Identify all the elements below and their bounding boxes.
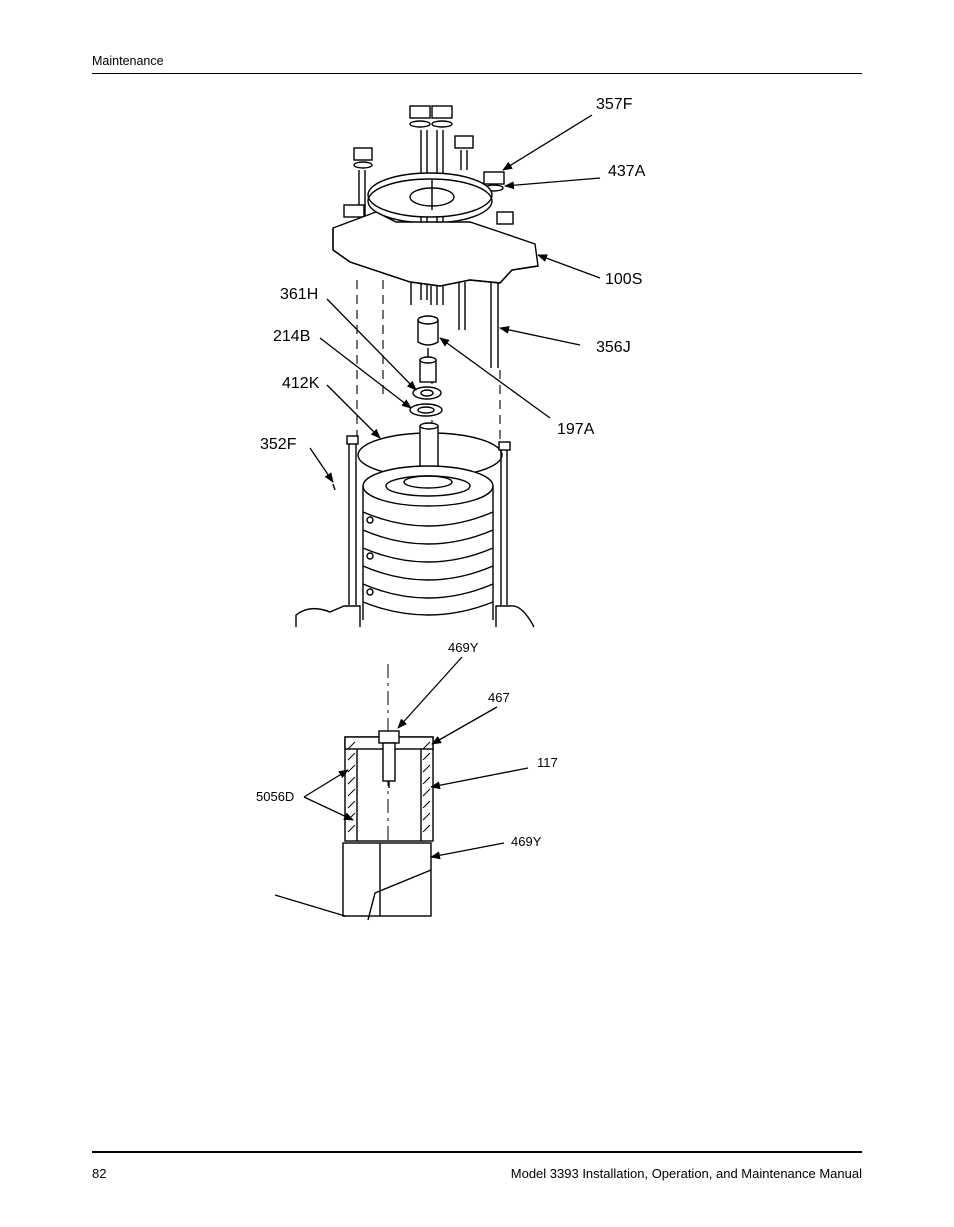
label-361H: 361H (280, 286, 318, 303)
bottom-section-view (274, 664, 434, 921)
label-437A: 437A (608, 163, 646, 180)
page-section-header: Maintenance (92, 54, 164, 68)
manual-title: Model 3393 Installation, Operation, and … (510, 1166, 862, 1181)
label-469Y-top: 469Y (448, 640, 479, 655)
top-exploded-view (295, 105, 539, 628)
label-469Y-bottom: 469Y (511, 834, 542, 849)
label-197A: 197A (557, 421, 595, 438)
header-rule (92, 73, 862, 74)
label-467: 467 (488, 690, 510, 705)
label-356J: 356J (596, 339, 631, 356)
label-100S: 100S (605, 271, 642, 288)
label-357F: 357F (596, 96, 633, 113)
label-412K: 412K (282, 375, 320, 392)
label-5056D: 5056D (256, 789, 294, 804)
footer-rule (92, 1151, 862, 1153)
label-214B: 214B (273, 328, 310, 345)
label-352F: 352F (260, 436, 297, 453)
label-117: 117 (537, 755, 558, 770)
page-number: 82 (92, 1166, 107, 1181)
